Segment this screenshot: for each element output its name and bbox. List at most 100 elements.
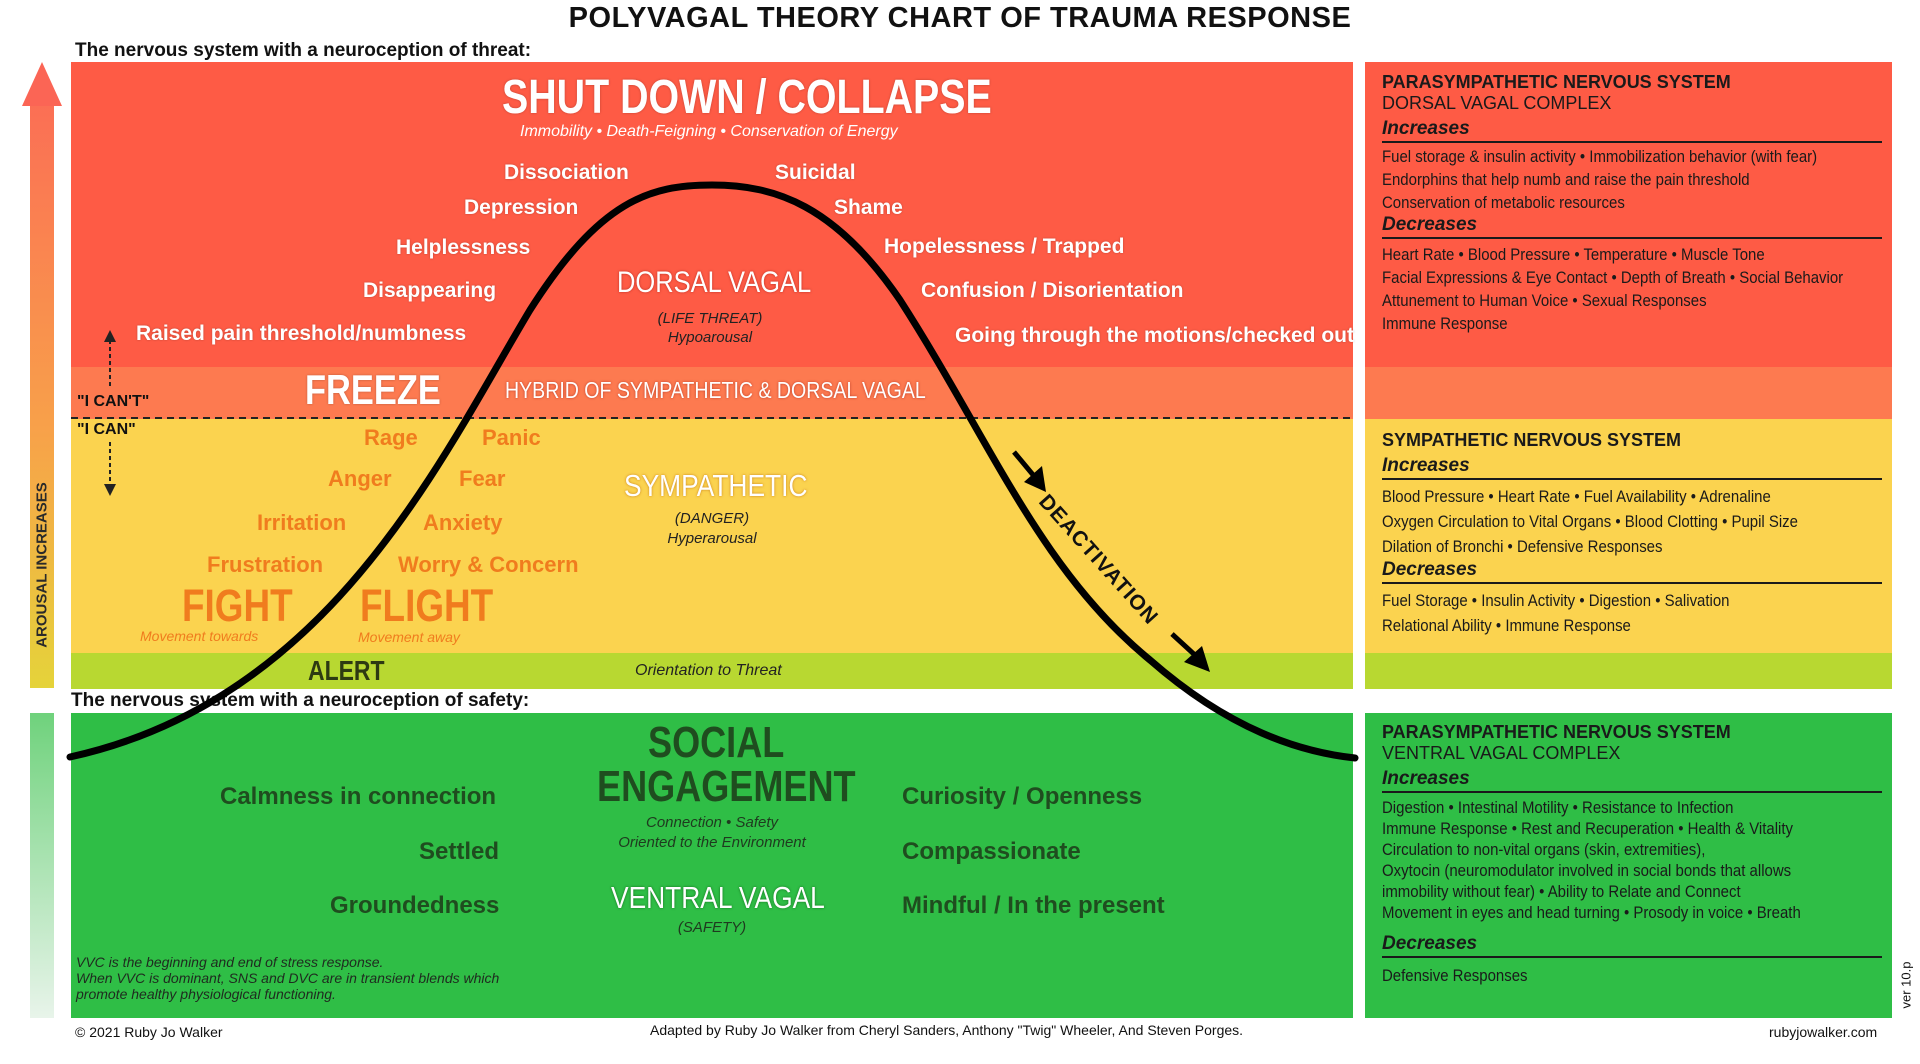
dorsal-increases-label: Increases (1382, 118, 1882, 143)
fight-sub: Movement towards (140, 628, 259, 644)
ventral-decreases-label: Decreases (1382, 933, 1882, 958)
dorsal-increases-1: Fuel storage & insulin activity • Immobi… (1382, 147, 1818, 166)
ventral-increases-2: Immune Response • Rest and Recuperation … (1382, 819, 1794, 838)
ventral-panel-heading: PARASYMPATHETIC NERVOUS SYSTEM (1382, 722, 1731, 742)
vvc-note-line-1: VVC is the beginning and end of stress r… (76, 954, 384, 970)
ventral-panel-content: PARASYMPATHETIC NERVOUS SYSTEM VENTRAL V… (1382, 722, 1882, 987)
label-groundedness: Groundedness (330, 892, 500, 919)
flight-sub: Movement away (358, 629, 460, 645)
dorsal-decreases-4: Immune Response (1382, 314, 1508, 333)
ventral-panel (1365, 713, 1892, 1018)
flight-title: FLIGHT (360, 580, 494, 631)
label-anger: Anger (328, 466, 392, 491)
label-hopelessness: Hopelessness / Trapped (884, 235, 1125, 258)
social-band (71, 713, 1353, 1018)
freeze-band (71, 367, 1353, 419)
label-depression: Depression (464, 196, 579, 219)
copyright: © 2021 Ruby Jo Walker (75, 1024, 223, 1040)
arousal-arrow-head-icon (22, 62, 62, 106)
freeze-title: FREEZE (305, 366, 441, 413)
sympathetic-decreases-label: Decreases (1382, 559, 1882, 584)
shutdown-title: SHUT DOWN / COLLAPSE (502, 71, 992, 124)
label-going-through: Going through the motions/checked out (955, 324, 1354, 347)
vvc-note: VVC is the beginning and end of stress r… (76, 954, 499, 1002)
social-sub-2: Oriented to the Environment (618, 834, 806, 851)
ventral-increases-3: Circulation to non-vital organs (skin, e… (1382, 840, 1706, 859)
ventral-increases-1: Digestion • Intestinal Motility • Resist… (1382, 798, 1734, 817)
sympathetic-decreases-1: Fuel Storage • Insulin Activity • Digest… (1382, 591, 1730, 610)
dorsal-panel-subheading: DORSAL VAGAL COMPLEX (1382, 93, 1612, 113)
ventral-vagal-title: VENTRAL VAGAL (611, 880, 825, 915)
social-title-2: ENGAGEMENT (597, 762, 856, 811)
vvc-note-line-3: promote healthy physiological functionin… (76, 986, 336, 1002)
label-frustration: Frustration (207, 552, 324, 577)
label-worry: Worry & Concern (398, 552, 579, 577)
dorsal-panel-content: PARASYMPATHETIC NERVOUS SYSTEM DORSAL VA… (1382, 72, 1906, 335)
ventral-increases-6: Movement in eyes and head turning • Pros… (1382, 903, 1801, 922)
sympathetic-increases-2: Oxygen Circulation to Vital Organs • Blo… (1382, 512, 1798, 531)
site-link[interactable]: rubyjowalker.com (1769, 1024, 1878, 1040)
vvc-note-line-2: When VVC is dominant, SNS and DVC are in… (76, 970, 500, 986)
arousal-bar (30, 100, 54, 688)
label-curiosity: Curiosity / Openness (902, 783, 1143, 810)
label-raised-pain: Raised pain threshold/numbness (136, 322, 467, 345)
alert-band (71, 653, 1353, 689)
ventral-increases-4: Oxytocin (neuromodulator involved in soc… (1382, 861, 1792, 880)
sympathetic-panel-heading: SYMPATHETIC NERVOUS SYSTEM (1382, 430, 1682, 450)
label-irritation: Irritation (257, 510, 347, 535)
sympathetic-panel (1365, 419, 1892, 653)
ventral-increases-5: immobility without fear) • Ability to Re… (1382, 882, 1741, 901)
social-sub-1: Connection • Safety (646, 814, 778, 831)
sympathetic-increases-label: Increases (1382, 455, 1882, 480)
dorsal-decreases-2: Facial Expressions & Eye Contact • Depth… (1382, 268, 1844, 287)
dorsal-decreases-1: Heart Rate • Blood Pressure • Temperatur… (1382, 245, 1765, 264)
page-title: POLYVAGAL THEORY CHART OF TRAUMA RESPONS… (568, 2, 1352, 34)
label-dissociation: Dissociation (504, 161, 629, 184)
label-compassionate: Compassionate (902, 838, 1081, 865)
sympathetic-title: SYMPATHETIC (624, 468, 808, 503)
deactivation-arrow-bottom-icon (1184, 646, 1210, 672)
sympathetic-band (71, 419, 1353, 653)
ventral-panel-subheading: VENTRAL VAGAL COMPLEX (1382, 743, 1621, 763)
ventral-increases-label: Increases (1382, 768, 1882, 793)
dorsal-decreases-3: Attunement to Human Voice • Sexual Respo… (1382, 291, 1707, 310)
fight-title: FIGHT (182, 580, 293, 631)
dorsal-hypoarousal: Hypoarousal (667, 329, 753, 346)
safety-bar (30, 713, 54, 1018)
deactivation-arrow-top-line (1012, 450, 1036, 478)
label-anxiety: Anxiety (423, 510, 503, 535)
icant-label: "I CAN'T" (77, 393, 150, 410)
dorsal-increases-3: Conservation of metabolic resources (1382, 193, 1625, 212)
alert-orientation: Orientation to Threat (635, 662, 782, 679)
ventral-decreases-1: Defensive Responses (1382, 966, 1528, 985)
ventral-safety: (SAFETY) (677, 919, 747, 936)
sympathetic-hyperarousal: Hyperarousal (667, 530, 757, 547)
label-suicidal: Suicidal (775, 161, 856, 184)
dorsal-life-threat: (LIFE THREAT) (657, 310, 763, 327)
sympathetic-increases-1: Blood Pressure • Heart Rate • Fuel Avail… (1382, 487, 1771, 506)
shutdown-subtitle: Immobility • Death-Feigning • Conservati… (520, 123, 898, 140)
sympathetic-increases-3: Dilation of Bronchi • Defensive Response… (1382, 537, 1663, 556)
arousal-label: AROUSAL INCREASES (33, 482, 51, 648)
dorsal-increases-2: Endorphins that help numb and raise the … (1382, 170, 1750, 189)
down-arrow-icon (104, 484, 116, 496)
dorsal-vagal-title: DORSAL VAGAL (617, 266, 812, 299)
freeze-hybrid: HYBRID OF SYMPATHETIC & DORSAL VAGAL (505, 377, 926, 403)
label-helplessness: Helplessness (396, 236, 531, 259)
threat-heading: The nervous system with a neuroception o… (75, 40, 532, 61)
dorsal-panel (1365, 62, 1892, 367)
label-confusion: Confusion / Disorientation (921, 279, 1184, 302)
label-calmness: Calmness in connection (220, 783, 497, 810)
dorsal-decreases-label: Decreases (1382, 214, 1882, 239)
label-settled: Settled (419, 838, 500, 865)
response-curve (66, 181, 1359, 762)
label-shame: Shame (834, 196, 903, 219)
ican-label: "I CAN" (77, 421, 136, 438)
sympathetic-panel-content: SYMPATHETIC NERVOUS SYSTEM Increases Blo… (1382, 430, 1882, 638)
label-rage: Rage (364, 425, 418, 450)
shutdown-band (71, 62, 1353, 367)
label-mindful: Mindful / In the present (902, 892, 1165, 919)
sympathetic-decreases-2: Relational Ability • Immune Response (1382, 616, 1631, 635)
safety-heading: The nervous system with a neuroception o… (71, 690, 530, 711)
up-arrow-icon (104, 330, 116, 342)
